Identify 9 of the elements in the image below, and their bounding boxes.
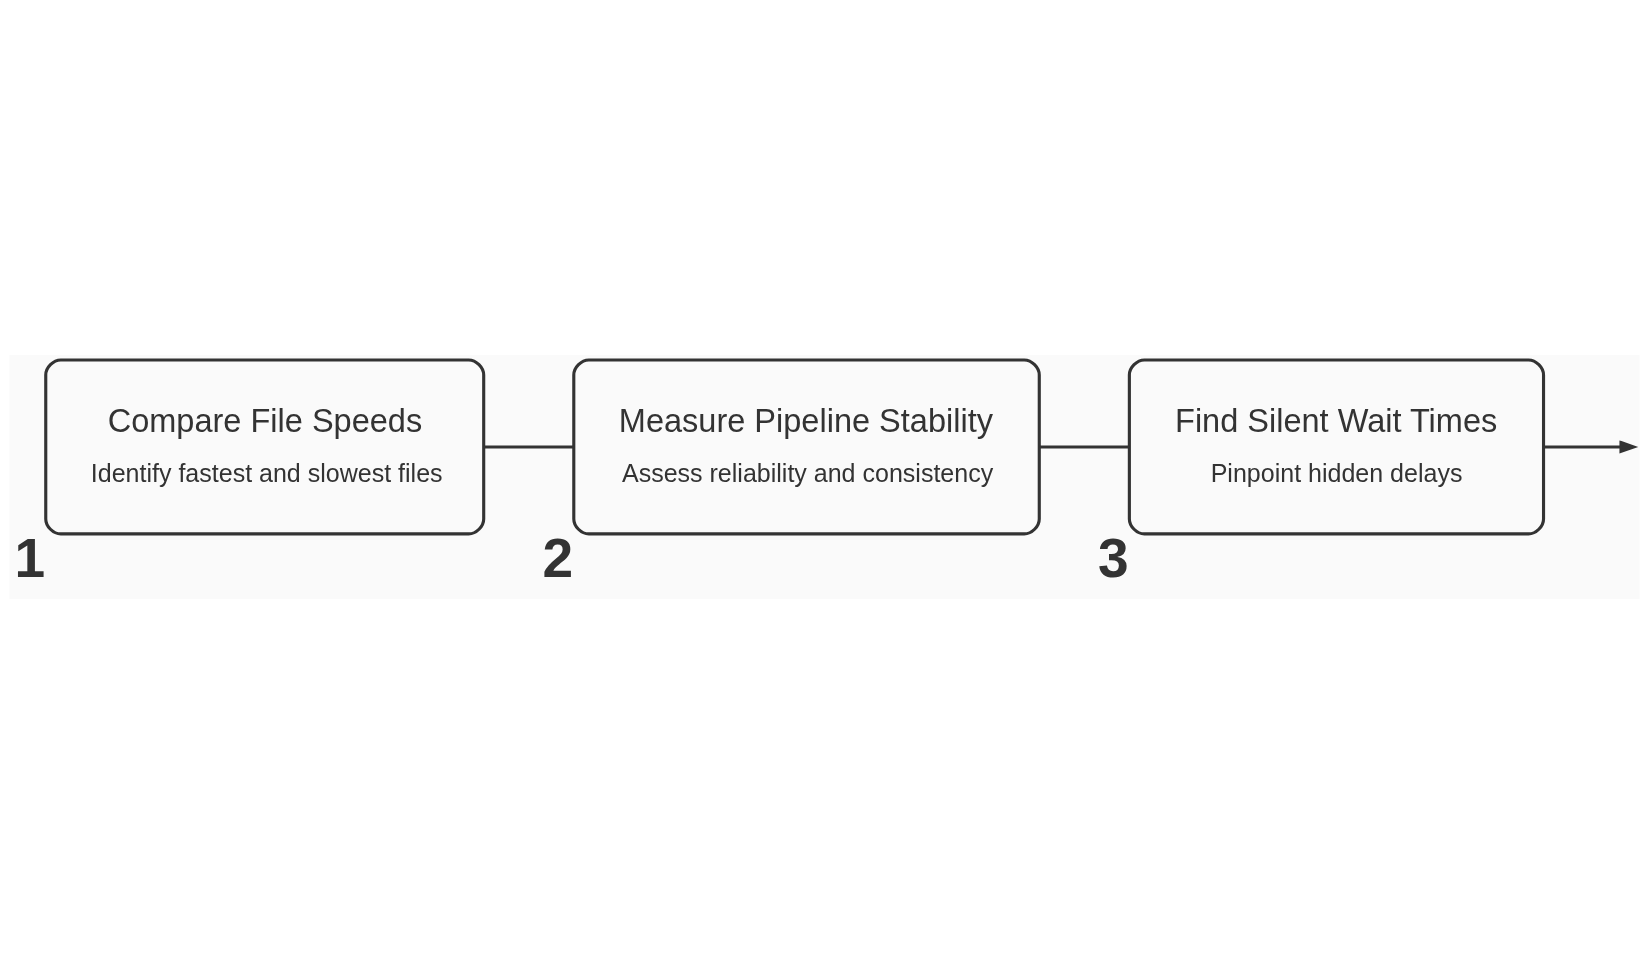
node-box: Find Silent Wait Times Pinpoint hidden delays (1127, 358, 1546, 536)
node-label: 2 (542, 526, 574, 589)
node-label: 3 (1098, 526, 1129, 589)
node-box: Compare File Speeds Identify fastest and slowest files (44, 358, 486, 536)
node-label: 1 (14, 526, 46, 589)
node-box: Measure Pipeline Stability Assess reliability and consistency (572, 358, 1041, 536)
connector (1039, 445, 1130, 449)
connector (483, 445, 574, 449)
arrow (1543, 440, 1639, 454)
